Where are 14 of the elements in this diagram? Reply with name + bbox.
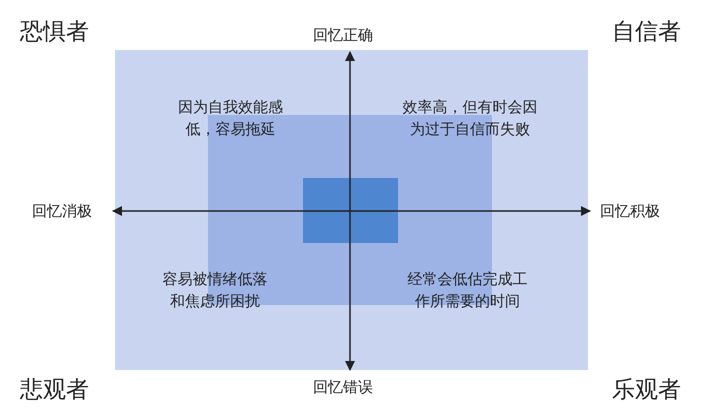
quadrant-description: 经常会低估完成工作所需要的时间 <box>406 269 528 312</box>
quadrant-title: 悲观者 <box>20 376 89 405</box>
outer-zone <box>115 50 588 370</box>
quadrant-description: 因为自我效能感低，容易拖延 <box>177 97 284 140</box>
axis-label: 回忆正确 <box>313 26 373 45</box>
quadrant-title: 乐观者 <box>612 376 681 405</box>
quadrant-title: 自信者 <box>612 18 681 47</box>
axis-label: 回忆积极 <box>600 202 660 221</box>
axis-label: 回忆消极 <box>32 202 92 221</box>
quadrant-description: 容易被情绪低落和焦虑所困扰 <box>162 269 268 312</box>
quadrant-title: 恐惧者 <box>20 18 89 47</box>
quadrant-description: 效率高，但有时会因为过于自信而失败 <box>402 97 538 140</box>
inner-zone <box>303 178 398 243</box>
axis-label: 回忆错误 <box>313 378 373 397</box>
